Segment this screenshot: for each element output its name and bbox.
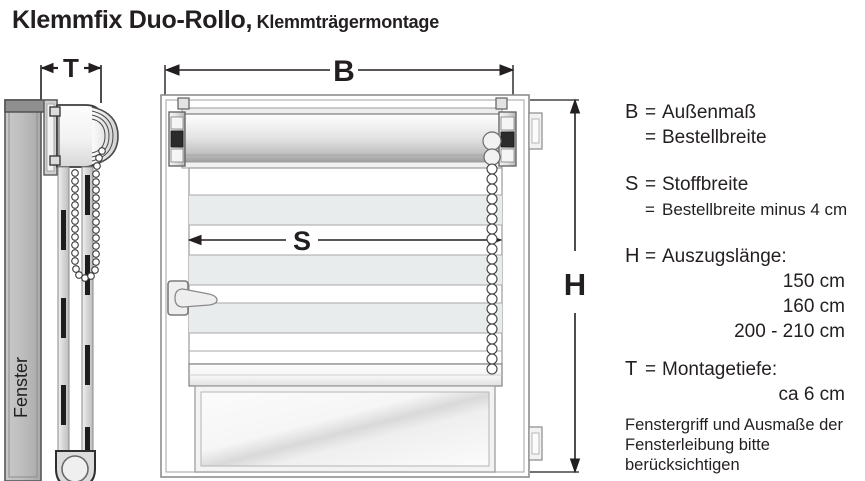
- right-clamp-bracket: [482, 97, 517, 167]
- window-glass-sash: [194, 385, 496, 473]
- bottom-rail-side: [55, 450, 96, 481]
- lower-right-fitting: [528, 426, 543, 461]
- legend-row-s-1: S = Stoffbreite: [625, 172, 861, 197]
- legend-equals-s1: =: [645, 174, 657, 195]
- legend-text-s1: Stoffbreite: [662, 174, 749, 195]
- legend-symbol-t: T: [625, 358, 638, 380]
- page-title: Klemmfix Duo-Rollo, Klemmträgermontage: [12, 6, 439, 35]
- legend-text-s2: Bestellbreite minus 4 cm: [662, 200, 848, 219]
- left-clamp-bracket: [168, 97, 190, 167]
- title-main: Klemmfix Duo-Rollo,: [12, 6, 253, 34]
- legend-text-h1: Auszugslänge:: [662, 246, 787, 267]
- legend-symbol-h: H: [625, 245, 640, 267]
- window-side-label: Fenster: [11, 357, 31, 418]
- legend-row-b-2: = Bestellbreite: [625, 125, 861, 150]
- legend-text-b2: Bestellbreite: [662, 127, 767, 148]
- legend-equals-t1: =: [645, 359, 657, 380]
- legend-note-line-2: Fensterleibung bitte: [625, 436, 770, 454]
- legend-equals-b1: =: [645, 102, 657, 123]
- height-dimension-group: [530, 98, 581, 474]
- bottom-rail-front: [188, 363, 503, 387]
- legend-symbol-s: S: [625, 173, 639, 195]
- legend-value-h-1: 150 cm: [782, 271, 845, 292]
- side-view-diagram: T: [4, 55, 119, 481]
- legend-equals-h1: =: [645, 246, 657, 267]
- legend-value-h-3: 200 - 210 cm: [734, 321, 845, 342]
- depth-dimension-group: [40, 62, 102, 103]
- fabric-width-label-S: S: [293, 226, 311, 256]
- fabric-panel-front: [57, 166, 70, 468]
- legend-note-line-1: Fenstergriff und Ausmaße der: [625, 416, 843, 434]
- legend-equals-s2: =: [645, 200, 655, 219]
- legend-row-h-1: H = Auszugslänge:: [625, 244, 861, 269]
- height-label-H: H: [564, 267, 586, 302]
- bead-chain-side: [71, 147, 106, 282]
- legend-row-b-1: B = Außenmaß: [625, 100, 861, 125]
- right-mounting-plate: [528, 112, 543, 150]
- legend-gap-3: [625, 344, 861, 357]
- legend-equals-b2: =: [645, 127, 657, 148]
- legend-text-t1: Montagetiefe:: [662, 359, 778, 380]
- duo-fabric-panel: [188, 167, 503, 365]
- window-wall-panel: [4, 99, 42, 481]
- bead-chain-front: [486, 163, 498, 375]
- legend-value-t-1: ca 6 cm: [778, 384, 845, 405]
- legend-note-line-3: berücksichtigen: [625, 456, 740, 474]
- legend-symbol-b: B: [625, 101, 639, 123]
- width-label-B: B: [333, 55, 355, 88]
- title-subtitle: Klemmträgermontage: [256, 12, 440, 32]
- window-handle: [167, 280, 218, 316]
- legend-gap-1: [625, 150, 861, 172]
- legend-text-b1: Außenmaß: [662, 102, 756, 123]
- legend-value-h-2: 160 cm: [782, 296, 845, 317]
- fabric-panel-back: [81, 166, 94, 468]
- legend-row-t-1: T = Montagetiefe:: [625, 357, 861, 382]
- legend-row-s-2: = Bestellbreite minus 4 cm: [625, 197, 861, 222]
- front-view-diagram: B: [160, 55, 586, 478]
- legend-note: Fenstergriff und Ausmaße der Fensterleib…: [625, 415, 861, 475]
- roller-tube-front: [181, 107, 503, 169]
- depth-label-T: T: [63, 55, 79, 83]
- legend-gap-2: [625, 222, 861, 244]
- legend-panel: B = Außenmaß = Bestellbreite S = Stoffbr…: [625, 100, 861, 475]
